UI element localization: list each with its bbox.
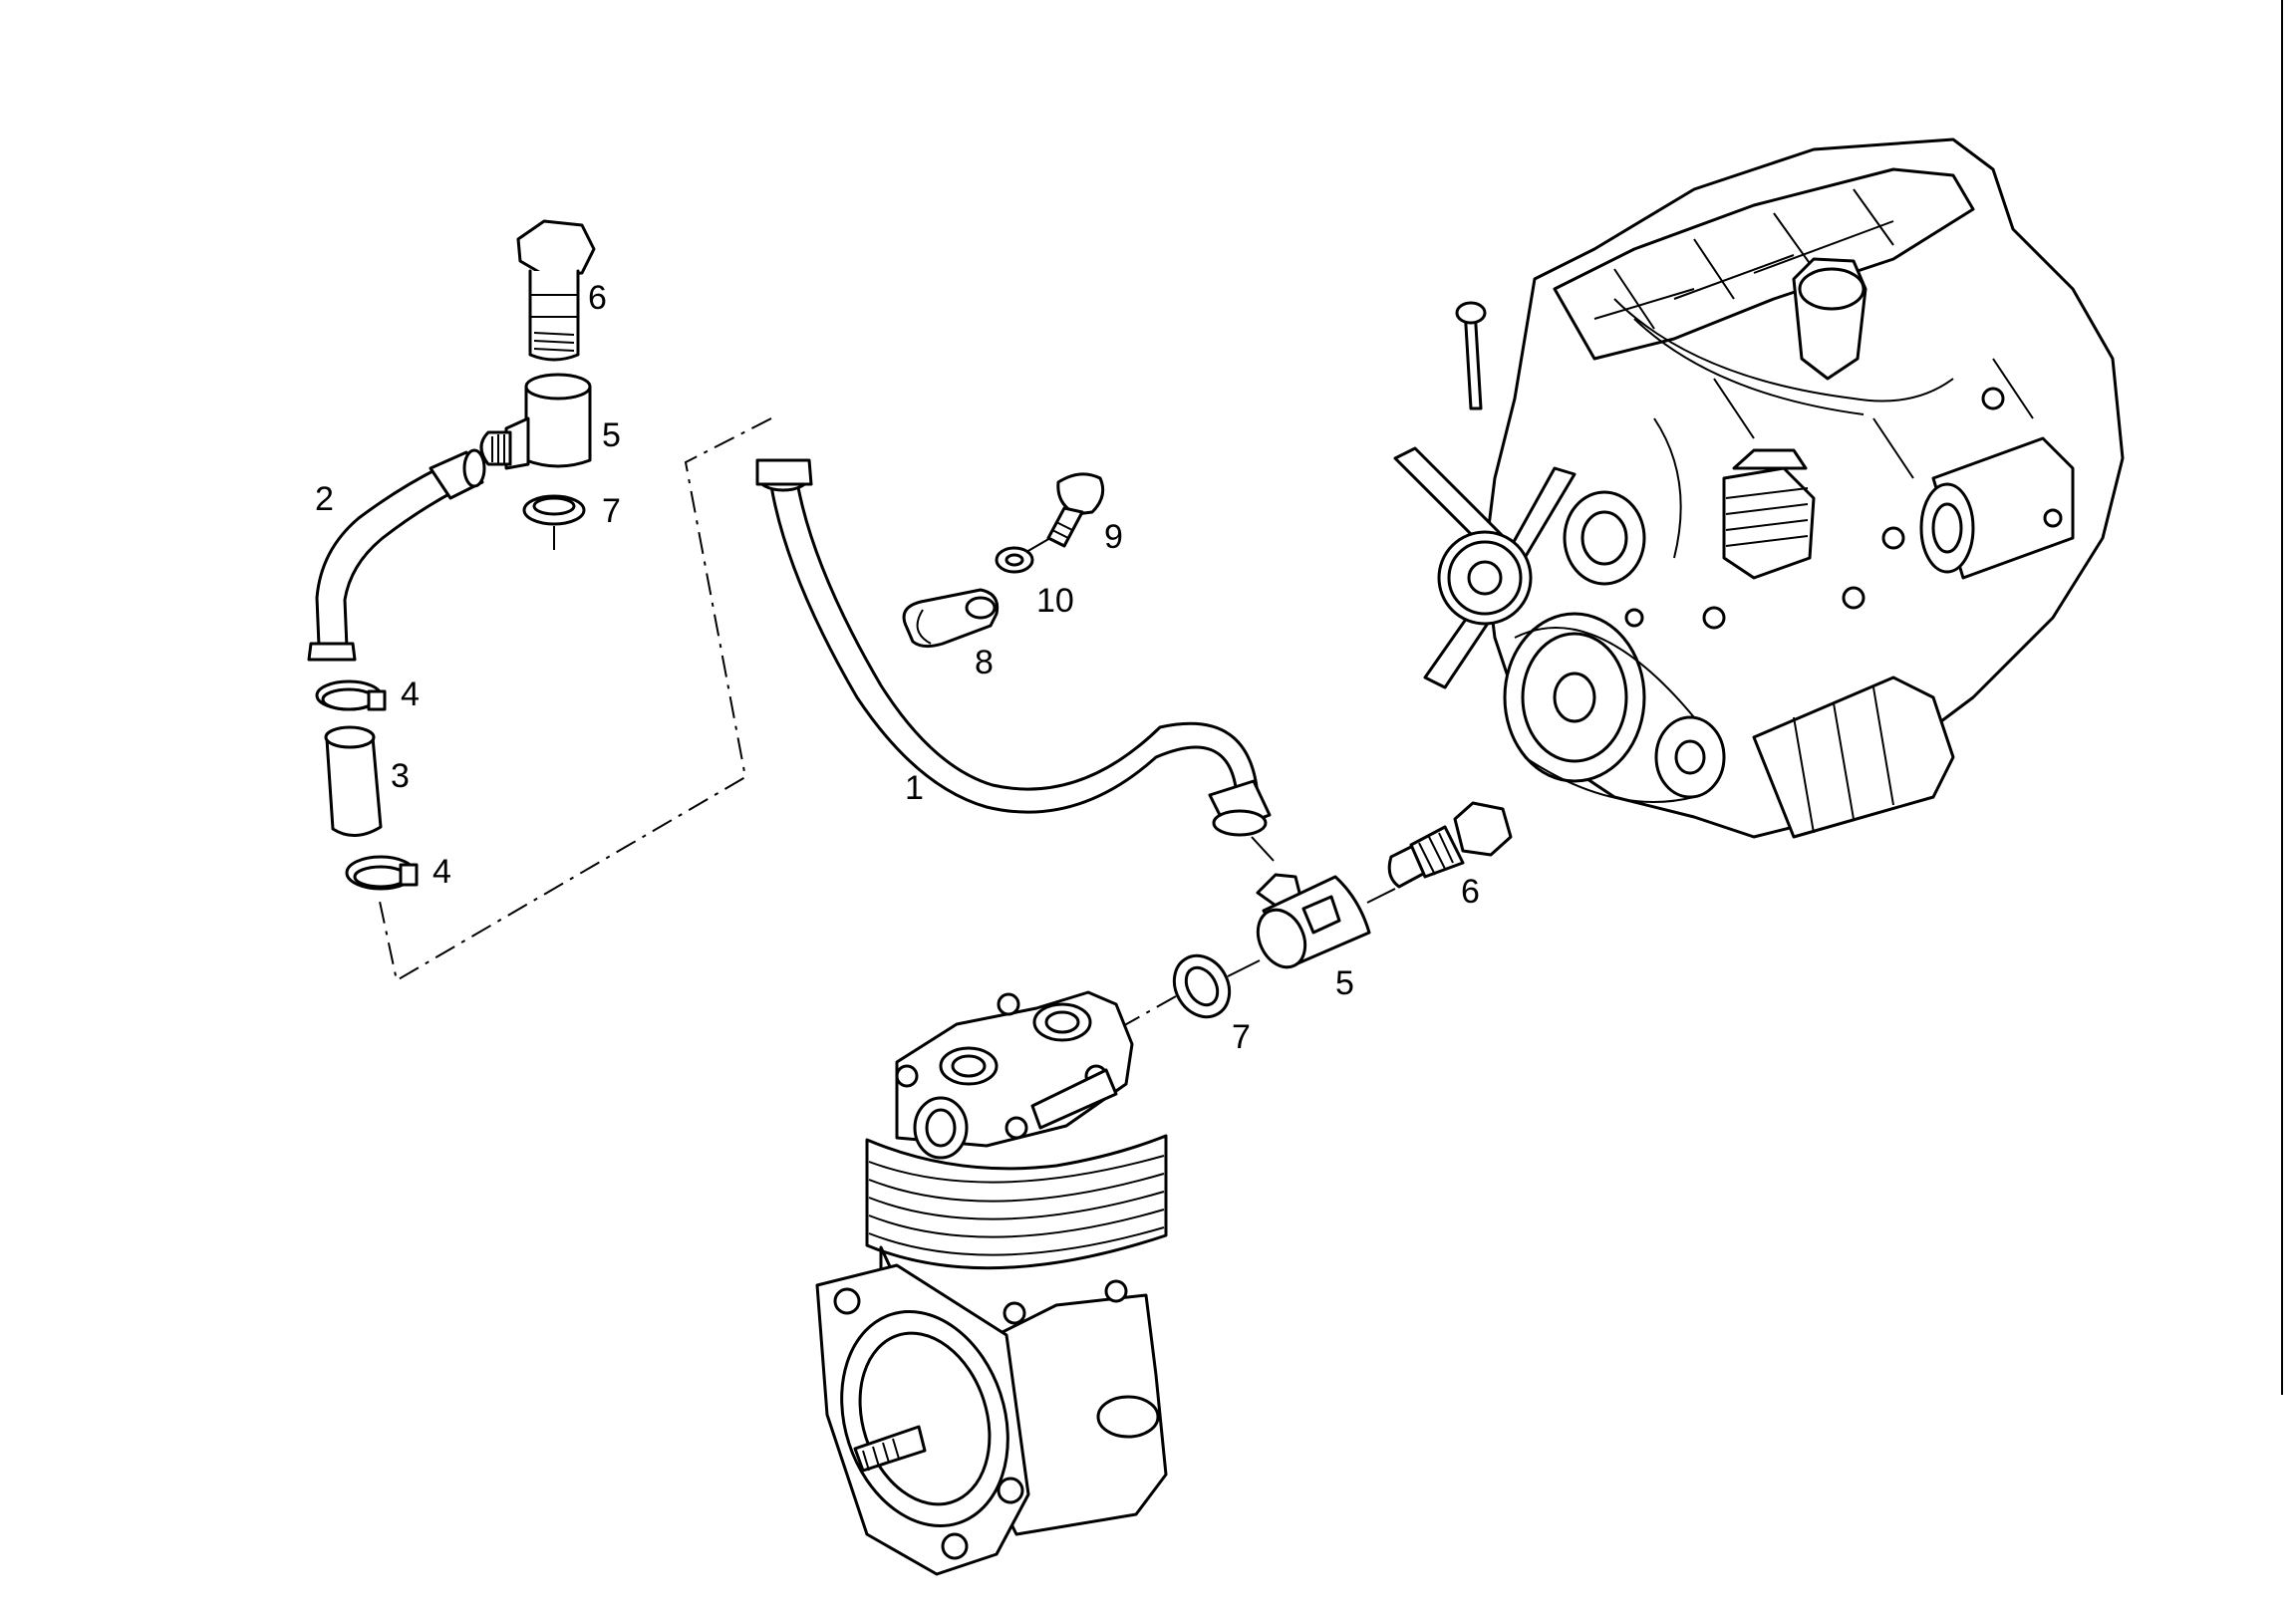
clamp-upper: [315, 679, 387, 711]
seal-ring-right: [1111, 953, 1261, 1033]
pipe-bent: [307, 448, 486, 662]
engine-assembly: [1393, 137, 2125, 839]
hose-sleeve: [324, 725, 383, 837]
clamp-lower: [345, 855, 419, 891]
callout-pipe-clip: 8: [975, 644, 994, 681]
callout-tee-left: 5: [602, 416, 621, 454]
callout-hose-sleeve: 3: [391, 757, 410, 795]
tee-left: [479, 373, 592, 470]
callout-clip-screw: 9: [1104, 518, 1123, 556]
pipe-clip: [902, 588, 1000, 649]
clip-washer: [995, 546, 1034, 574]
banjo-bolt-right: [1387, 801, 1513, 889]
callout-pipe-bent: 2: [315, 480, 334, 518]
seal-ring-left: [522, 494, 586, 550]
callout-pipe-main: 1: [905, 769, 924, 807]
assembly-boundary-line: [378, 417, 772, 982]
air-compressor: [815, 990, 1168, 1576]
pipe-main: [755, 458, 1272, 837]
callout-banjo-bolt-left: 6: [588, 279, 607, 317]
callout-tee-right: 5: [1335, 964, 1354, 1002]
callout-seal-ring-left: 7: [602, 492, 621, 530]
engine-fan: [1393, 446, 1577, 689]
callout-clip-washer: 10: [1036, 582, 1074, 620]
crank-pulley: [1503, 612, 1726, 803]
callout-seal-ring-right: 7: [1232, 1018, 1251, 1056]
banjo-bolt-left: [516, 219, 596, 362]
callout-banjo-bolt-right: 6: [1461, 873, 1480, 911]
clip-screw: [1025, 472, 1105, 553]
callout-clamp-upper: 4: [401, 675, 420, 713]
callout-clamp-lower: 4: [432, 853, 451, 891]
tee-right: [1251, 836, 1396, 969]
